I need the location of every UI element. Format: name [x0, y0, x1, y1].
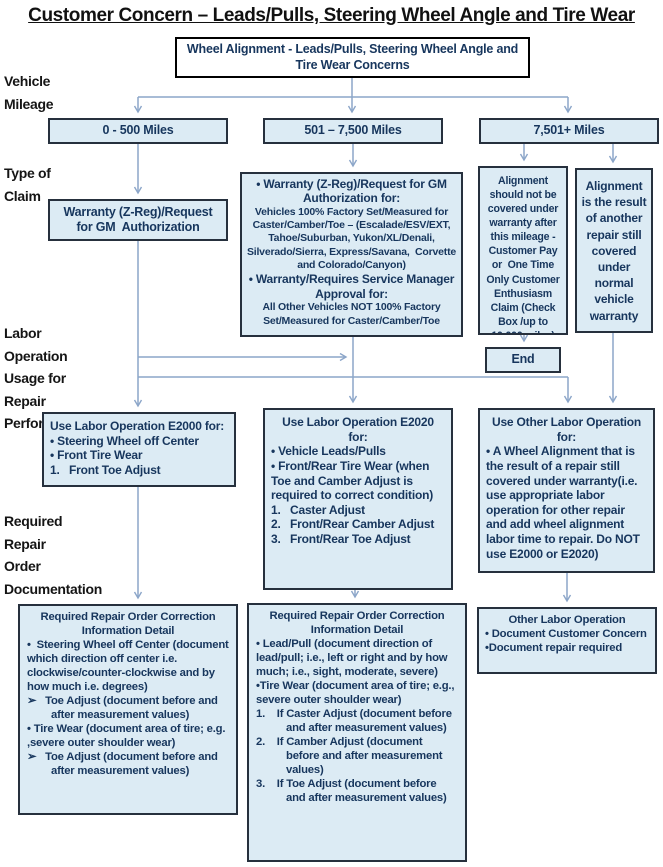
- node-text: All Other Vehicles NOT 100% Factory Set/…: [262, 301, 444, 327]
- list-item: 1. If Caster Adjust (document before and…: [256, 708, 455, 734]
- row-label-vehicle-mileage: Vehicle Mileage: [4, 73, 54, 112]
- row-label-type-of-claim: Type of Claim: [4, 165, 51, 204]
- node-heading: Use Labor Operation E2020 for:: [282, 415, 437, 444]
- node-heading: • Warranty/Requires Service Manager Appr…: [248, 272, 457, 301]
- list-item: • Document Customer Concern: [485, 628, 647, 640]
- list-item: •Document repair required: [485, 642, 623, 654]
- node-text: Alignment should not be covered under wa…: [486, 175, 560, 333]
- node-text: 501 – 7,500 Miles: [304, 123, 402, 138]
- list-item: • Steering Wheel off Center: [50, 433, 199, 448]
- node-doc-e2020: Required Repair Order Correction Informa…: [247, 603, 467, 862]
- node-labor-other: Use Other Labor Operation for: • A Wheel…: [478, 408, 655, 573]
- node-heading: Other Labor Operation: [508, 614, 626, 626]
- list-item: • Vehicle Leads/Pulls: [271, 444, 386, 459]
- node-text: 7,501+ Miles: [533, 123, 605, 138]
- node-customer-pay-enthusiasm: Alignment should not be covered under wa…: [478, 166, 568, 335]
- node-heading: Use Labor Operation E2000 for:: [50, 419, 225, 433]
- node-alignment-other-repair: Alignment is the result of another repai…: [575, 168, 653, 333]
- node-doc-other: Other Labor Operation • Document Custome…: [477, 607, 657, 674]
- node-text: Vehicles 100% Factory Set/Measured for C…: [246, 205, 459, 272]
- node-heading: Required Repair Order Correction Informa…: [40, 611, 219, 637]
- node-labor-e2020: Use Labor Operation E2020 for: • Vehicle…: [263, 408, 453, 590]
- node-heading: • Warranty (Z-Reg)/Request for GM Author…: [256, 177, 450, 206]
- node-mileage-501-7500: 501 – 7,500 Miles: [263, 118, 443, 144]
- list-item: • Front/Rear Tire Wear (when Toe and Cam…: [271, 458, 434, 503]
- list-item: • Steering Wheel off Center (document wh…: [27, 639, 232, 693]
- flow-root-node: Wheel Alignment - Leads/Pulls, Steering …: [175, 37, 530, 78]
- node-labor-e2000: Use Labor Operation E2000 for: • Steerin…: [42, 412, 236, 487]
- node-doc-e2000: Required Repair Order Correction Informa…: [18, 604, 238, 815]
- list-item: 2. Front/Rear Camber Adjust: [271, 517, 435, 532]
- node-mileage-0-500: 0 - 500 Miles: [48, 118, 228, 144]
- list-item: ➢ Toe Adjust (document before and after …: [27, 751, 221, 777]
- node-warranty-zreg-factory-set: • Warranty (Z-Reg)/Request for GM Author…: [240, 172, 463, 337]
- list-item: 1. Caster Adjust: [271, 502, 365, 517]
- row-label-required-repair-docs: Required Repair Order Documentation: [4, 513, 102, 597]
- node-heading: Use Other Labor Operation for:: [491, 415, 645, 444]
- node-text: 0 - 500 Miles: [102, 123, 174, 138]
- list-item: 3. Front/Rear Toe Adjust: [271, 532, 411, 546]
- list-item: • Front Tire Wear: [50, 448, 143, 463]
- list-item: ➢ Toe Adjust (document before and after …: [27, 695, 221, 721]
- node-text: Alignment is the result of another repai…: [581, 179, 650, 323]
- node-text: End: [511, 352, 535, 367]
- list-item: 3. If Toe Adjust (document before and af…: [256, 778, 447, 804]
- list-item: 1. Front Toe Adjust: [50, 462, 161, 477]
- list-item: 2. If Camber Adjust (document before and…: [256, 736, 446, 776]
- node-text: Wheel Alignment - Leads/Pulls, Steering …: [186, 42, 522, 72]
- list-item: • Lead/Pull (document direction of lead/…: [256, 638, 451, 678]
- list-item: • Tire Wear (document area of tire; e.g.…: [27, 723, 229, 749]
- list-item: •Tire Wear (document area of tire; e.g.,…: [256, 680, 458, 706]
- node-text: Warranty (Z-Reg)/Request for GM Authoriz…: [63, 204, 216, 234]
- list-item: • A Wheel Alignment that is the result o…: [486, 444, 643, 561]
- node-heading: Required Repair Order Correction Informa…: [269, 610, 448, 636]
- node-end: End: [485, 347, 561, 373]
- node-mileage-7501-plus: 7,501+ Miles: [479, 118, 659, 144]
- node-warranty-zreg-authorization: Warranty (Z-Reg)/Request for GM Authoriz…: [48, 199, 228, 241]
- page-title: Customer Concern – Leads/Pulls, Steering…: [28, 5, 635, 26]
